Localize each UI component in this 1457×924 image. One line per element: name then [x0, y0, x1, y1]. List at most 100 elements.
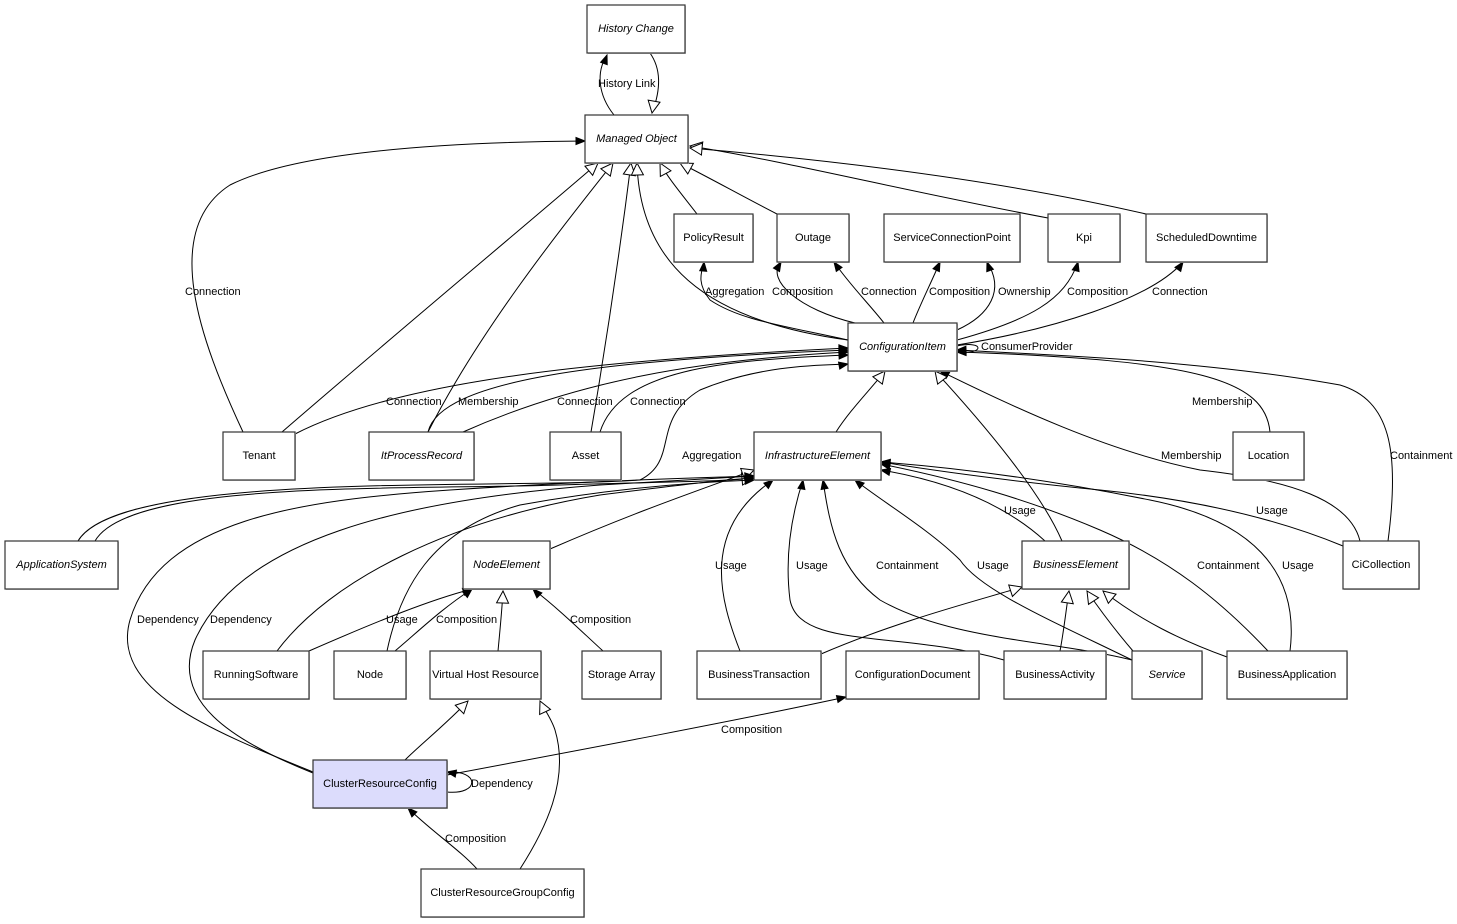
- edge-inheritance-business-application-to-business-element: [1102, 590, 1228, 658]
- node-box[interactable]: [1342, 540, 1420, 590]
- edge-association-business-activity-to-infrastructure-element: [787, 478, 1005, 661]
- node-box[interactable]: [420, 868, 585, 918]
- edge-line: [188, 475, 755, 774]
- edges-layer: [77, 52, 1394, 870]
- node-box[interactable]: [584, 114, 689, 164]
- node-box[interactable]: [883, 213, 1021, 263]
- generalization-arrowhead-icon: [454, 700, 469, 715]
- class-node-kpi[interactable]: Kpi: [1047, 213, 1121, 263]
- class-node-business-element[interactable]: BusinessElement: [1021, 540, 1130, 590]
- node-box[interactable]: [222, 431, 296, 481]
- class-node-service[interactable]: Service: [1131, 650, 1203, 700]
- node-box[interactable]: [581, 650, 662, 700]
- node-box[interactable]: [1047, 213, 1121, 263]
- node-box[interactable]: [333, 650, 407, 700]
- class-node-storage-array[interactable]: Storage Array: [581, 650, 662, 700]
- edge-line: [127, 475, 755, 773]
- node-box[interactable]: [368, 431, 475, 481]
- class-node-outage[interactable]: Outage: [776, 213, 850, 263]
- node-box[interactable]: [549, 431, 622, 481]
- edge-association-business-transaction-to-infrastructure-element: [720, 479, 775, 652]
- node-box[interactable]: [776, 213, 850, 263]
- class-node-history-change[interactable]: History Change: [586, 4, 686, 54]
- edge-line: [956, 261, 1184, 346]
- generalization-arrowhead-icon: [1008, 584, 1024, 598]
- class-node-ci-collection[interactable]: CiCollection: [1342, 540, 1420, 590]
- edge-line: [446, 696, 847, 776]
- edge-line: [939, 370, 1361, 542]
- node-box[interactable]: [753, 431, 882, 481]
- edge-inheritance-infrastructure-element-to-configuration-item: [835, 370, 886, 433]
- node-box[interactable]: [845, 650, 980, 700]
- edge-line: [700, 261, 849, 341]
- node-box[interactable]: [696, 650, 822, 700]
- class-node-configuration-document[interactable]: ConfigurationDocument: [845, 650, 980, 700]
- association-arrowhead-icon: [838, 351, 850, 360]
- class-node-scheduled-downtime[interactable]: ScheduledDowntime: [1145, 213, 1268, 263]
- class-node-location[interactable]: Location: [1232, 431, 1305, 481]
- association-arrowhead-icon: [986, 260, 995, 273]
- class-node-running-software[interactable]: RunningSoftware: [202, 650, 310, 700]
- edge-line: [689, 147, 1147, 215]
- node-box[interactable]: [462, 540, 551, 590]
- node-box[interactable]: [1232, 431, 1305, 481]
- node-label: ScheduledDowntime: [1156, 232, 1257, 244]
- class-node-business-transaction[interactable]: BusinessTransaction: [696, 650, 822, 700]
- edge-association-tenant-to-managed-object: [191, 136, 587, 433]
- node-label: Virtual Host Resource: [432, 669, 539, 681]
- edge-association-business-element-to-infrastructure-element: [879, 467, 1046, 542]
- class-node-cluster-resource-config[interactable]: ClusterResourceConfig: [312, 759, 448, 809]
- class-node-asset[interactable]: Asset: [549, 431, 622, 481]
- node-box[interactable]: [1145, 213, 1268, 263]
- class-node-node-element[interactable]: NodeElement: [462, 540, 551, 590]
- class-node-managed-object[interactable]: Managed Object: [584, 114, 689, 164]
- edge-line: [934, 370, 1063, 542]
- edge-association-location-to-configuration-item: [955, 347, 1271, 433]
- node-box[interactable]: [4, 540, 119, 590]
- node-label: BusinessActivity: [1015, 669, 1095, 681]
- node-box[interactable]: [847, 322, 958, 372]
- class-node-application-system[interactable]: ApplicationSystem: [4, 540, 119, 590]
- node-box[interactable]: [1226, 650, 1348, 700]
- node-box[interactable]: [1003, 650, 1107, 700]
- class-node-business-activity[interactable]: BusinessActivity: [1003, 650, 1107, 700]
- edge-label: Aggregation: [705, 286, 764, 298]
- edge-association-service-to-infrastructure-element: [853, 479, 1133, 661]
- class-node-service-connection-point[interactable]: ServiceConnectionPoint: [883, 213, 1021, 263]
- edge-label: Containment: [1197, 560, 1259, 572]
- class-node-tenant[interactable]: Tenant: [222, 431, 296, 481]
- edge-association-configuration-item-to-outage: [772, 260, 856, 324]
- class-node-virtual-host-resource[interactable]: Virtual Host Resource: [429, 650, 542, 700]
- edge-label: Connection: [861, 286, 917, 298]
- edge-label: Composition: [721, 724, 782, 736]
- class-node-configuration-item[interactable]: ConfigurationItem: [847, 322, 958, 372]
- class-node-node[interactable]: Node: [333, 650, 407, 700]
- generalization-arrowhead-icon: [688, 142, 704, 156]
- edge-line: [787, 479, 1005, 661]
- node-box[interactable]: [1131, 650, 1203, 700]
- node-box[interactable]: [202, 650, 310, 700]
- association-arrowhead-icon: [407, 807, 418, 818]
- edge-line: [427, 349, 849, 433]
- node-box[interactable]: [312, 759, 448, 809]
- edge-label: Connection: [630, 396, 686, 408]
- class-node-policy-result[interactable]: PolicyResult: [673, 213, 754, 263]
- node-box[interactable]: [1021, 540, 1130, 590]
- edge-association-configuration-item-to-policy-result: [698, 260, 849, 341]
- class-node-it-process-record[interactable]: ItProcessRecord: [368, 431, 475, 481]
- class-node-cluster-resource-group-config[interactable]: ClusterResourceGroupConfig: [420, 868, 585, 918]
- edge-label: Usage: [977, 560, 1009, 572]
- association-arrowhead-icon: [955, 345, 967, 354]
- node-label: ClusterResourceConfig: [323, 778, 437, 790]
- edge-line: [519, 700, 560, 870]
- node-box[interactable]: [429, 650, 542, 700]
- edge-line: [191, 140, 586, 433]
- edge-label: History Link: [598, 78, 656, 90]
- class-node-business-application[interactable]: BusinessApplication: [1226, 650, 1348, 700]
- node-box[interactable]: [673, 213, 754, 263]
- association-arrowhead-icon: [744, 476, 756, 486]
- class-node-infrastructure-element[interactable]: InfrastructureElement: [753, 431, 882, 481]
- edge-label: Usage: [796, 560, 828, 572]
- node-box[interactable]: [586, 4, 686, 54]
